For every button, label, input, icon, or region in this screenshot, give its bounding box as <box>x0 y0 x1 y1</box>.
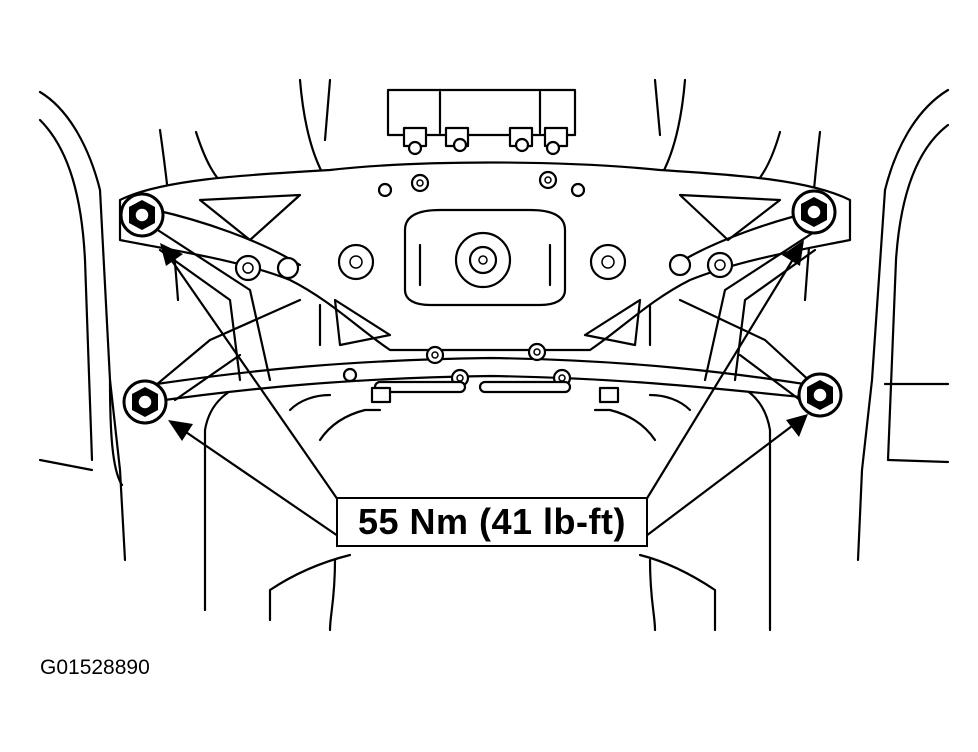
torque-callout-label: 55 Nm (41 lb-ft) <box>336 497 648 547</box>
fastener-lower-right <box>797 372 843 418</box>
leader-lower-left <box>179 427 339 537</box>
leader-upper-right <box>645 255 796 501</box>
arrowhead-lower-right-icon <box>786 414 808 437</box>
crossmember <box>118 161 852 442</box>
arrowhead-lower-left-icon <box>168 420 193 441</box>
callout-leaders <box>160 240 808 537</box>
arrowhead-upper-right-icon <box>782 240 804 266</box>
upper-mount-component <box>386 88 577 156</box>
leader-lower-right <box>645 422 797 537</box>
figure-id-label: G01528890 <box>40 656 150 679</box>
fastener-upper-right <box>791 189 837 235</box>
arrowhead-upper-left-icon <box>160 243 183 266</box>
fastener-upper-left <box>119 192 165 238</box>
fastener-lower-left <box>122 379 168 425</box>
leader-upper-left <box>169 257 339 501</box>
